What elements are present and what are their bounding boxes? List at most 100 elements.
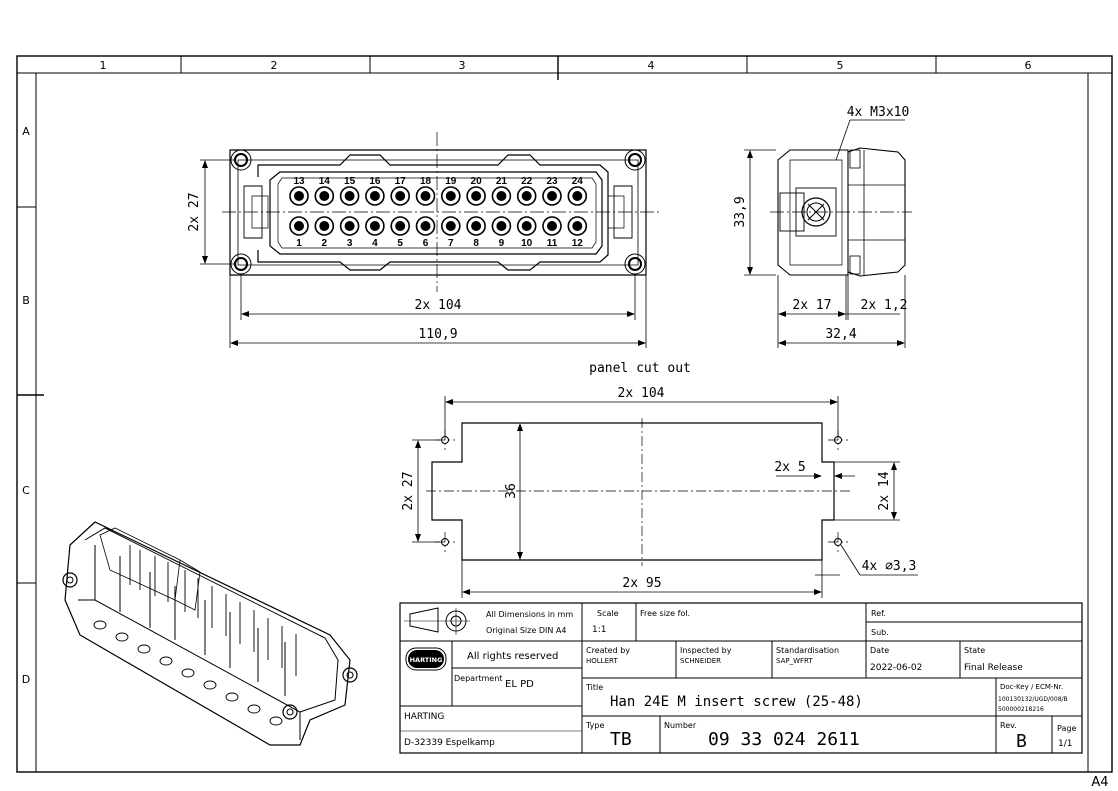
row-label: A — [22, 125, 30, 138]
dockey-label: Doc-Key / ECM-Nr. — [1000, 683, 1063, 691]
screw-label: 4x M3x10 — [847, 105, 910, 120]
dimension-height: 33,9 — [733, 196, 748, 227]
pin-socket — [365, 216, 385, 236]
pin-contact — [369, 221, 380, 231]
pin-number: 6 — [423, 238, 429, 249]
pin-socket — [466, 186, 486, 206]
dimension-a: 2x 17 — [792, 298, 831, 313]
pin-contact — [445, 191, 456, 201]
dimension-total-width: 110,9 — [418, 327, 457, 342]
pin-number: 1 — [296, 238, 302, 249]
panel-cutout: panel cut out 2x 104 2x 27 36 2x 5 2x 14… — [401, 361, 918, 598]
pin-contact — [344, 191, 355, 201]
pin-number: 3 — [347, 238, 353, 249]
date-value: 2022-06-02 — [870, 663, 922, 673]
dimension-total: 32,4 — [825, 327, 856, 342]
pin-number: 22 — [521, 176, 533, 187]
rights-text: All rights reserved — [467, 651, 558, 662]
sub-label: Sub. — [871, 628, 889, 637]
pin-contact — [319, 221, 330, 231]
cutout-title: panel cut out — [589, 361, 691, 376]
isometric-view — [62, 521, 358, 746]
type-label: Type — [585, 721, 604, 730]
column-label: 6 — [1025, 59, 1032, 72]
pin-contact — [547, 221, 557, 231]
pin-socket — [314, 186, 335, 206]
pin-socket — [440, 216, 461, 236]
page-label: Page — [1057, 724, 1076, 733]
type-value: TB — [610, 729, 632, 750]
cutout-dim-notch: 2x 5 — [774, 460, 805, 475]
pin-contact — [572, 191, 583, 201]
state-label: State — [964, 646, 985, 655]
rev-label: Rev. — [1000, 721, 1017, 730]
cutout-dim-top: 2x 104 — [618, 386, 665, 401]
pin-contact — [294, 191, 304, 201]
pin-contact — [420, 221, 431, 231]
rev-value: B — [1016, 731, 1027, 752]
department-label: Department — [454, 674, 502, 683]
pin-socket — [491, 216, 512, 236]
pin-socket — [567, 216, 588, 236]
row-label: C — [22, 484, 30, 497]
pin-number: 11 — [547, 238, 558, 249]
page-value: 1/1 — [1058, 739, 1072, 749]
pin-socket — [516, 216, 537, 236]
pin-number: 14 — [319, 176, 331, 187]
row-label: B — [22, 294, 30, 307]
pin-socket — [314, 216, 335, 236]
pin-number: 16 — [369, 176, 381, 187]
pin-socket — [339, 216, 360, 236]
drawing-frame — [16, 55, 1113, 773]
pin-number: 13 — [293, 176, 305, 187]
row-label: D — [22, 673, 30, 686]
dockey-1: 100130132/UGD/008/B — [998, 696, 1068, 703]
pin-number: 7 — [448, 238, 454, 249]
department-value: EL PD — [505, 679, 534, 690]
company-address: D-32339 Espelkamp — [404, 738, 495, 748]
pin-number: 15 — [344, 176, 356, 187]
column-label: 3 — [459, 59, 466, 72]
number-value: 09 33 024 2611 — [708, 729, 860, 750]
pin-number: 8 — [473, 238, 479, 249]
pin-contact — [395, 191, 406, 201]
scale-label: Scale — [597, 609, 619, 618]
cutout-dim-holes: 4x ∅3,3 — [862, 559, 917, 574]
number-label: Number — [664, 721, 697, 730]
pin-socket — [289, 216, 309, 236]
created-label: Created by — [586, 646, 630, 655]
pin-contact — [420, 191, 431, 201]
pin-socket — [390, 186, 411, 206]
pin-contact — [471, 221, 482, 231]
cutout-dim-left: 2x 27 — [401, 471, 416, 510]
ref-label: Ref. — [871, 609, 886, 618]
inspected-label: Inspected by — [680, 646, 732, 655]
harting-logo-badge — [408, 650, 444, 668]
pin-socket — [516, 186, 537, 206]
column-label: 5 — [837, 59, 844, 72]
pin-number: 2 — [322, 238, 328, 249]
cutout-dim-center: 36 — [504, 483, 519, 499]
dimension-b: 2x 1,2 — [861, 298, 908, 313]
pin-number: 4 — [372, 238, 378, 249]
pin-socket — [542, 216, 562, 236]
pin-number: 24 — [572, 176, 584, 187]
standard-value: SAP_WFRT — [776, 657, 813, 665]
pin-contact — [521, 221, 532, 231]
date-label: Date — [870, 646, 889, 655]
pin-socket — [415, 216, 436, 236]
pin-contact — [344, 221, 355, 231]
cutout-dim-notch-height: 2x 14 — [877, 471, 892, 510]
created-value: HOLLERT — [586, 657, 618, 665]
pin-number: 5 — [397, 238, 403, 249]
pin-number: 17 — [395, 176, 407, 187]
pin-socket — [440, 186, 461, 206]
pin-number: 18 — [420, 176, 432, 187]
pin-contact — [471, 191, 482, 201]
pin-contact — [319, 191, 330, 201]
title-block-text: All Dimensions in mm Original Size DIN A… — [404, 609, 1076, 752]
pin-contact — [572, 221, 583, 231]
